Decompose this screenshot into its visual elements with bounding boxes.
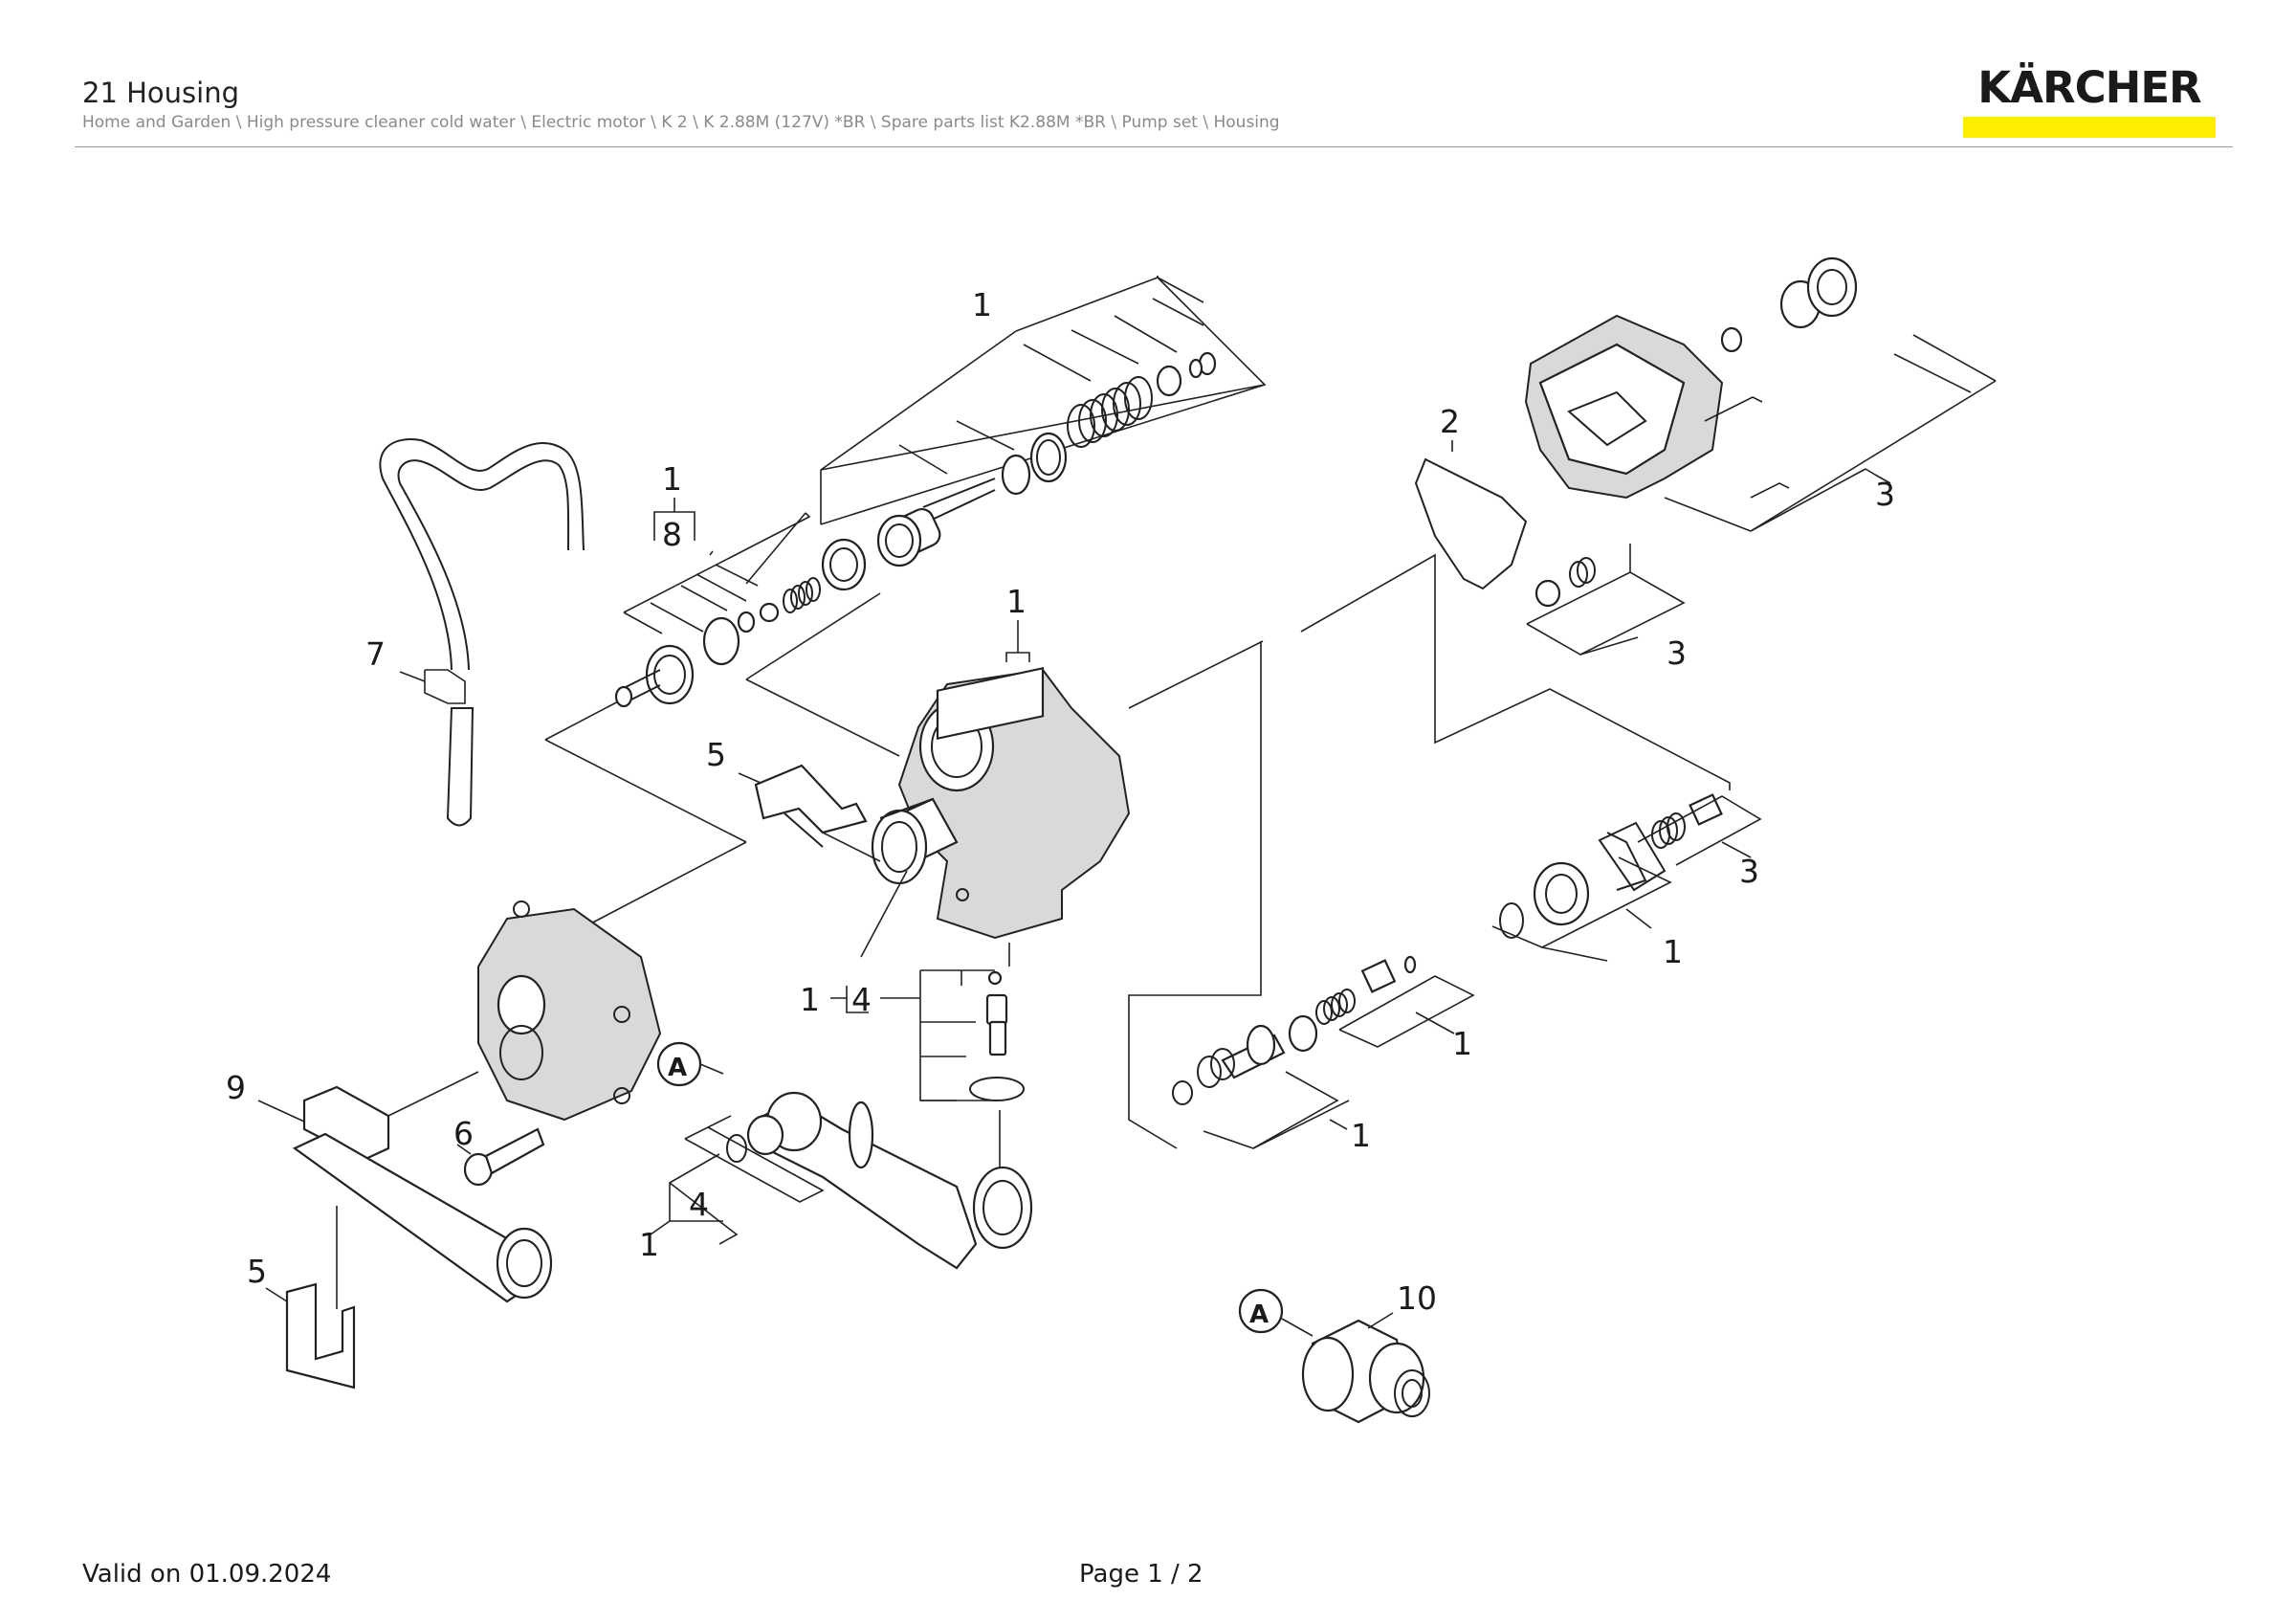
callout-8: 8 [662, 516, 682, 553]
clip-5-lower: 5 [247, 1253, 356, 1390]
callout-4-lower: 4 [689, 1186, 709, 1223]
callout-5-lower: 5 [247, 1253, 267, 1290]
piston-assembly-top: 1 [820, 276, 1267, 567]
callout-5-upper: 5 [706, 736, 726, 773]
hose-coupling-10: A 10 [1238, 1279, 1437, 1424]
outlet-valve-1-right: 1 [1491, 821, 1683, 970]
callout-10: 10 [1397, 1279, 1437, 1317]
callout-3-top: 3 [1875, 476, 1895, 513]
breadcrumb: Home and Garden \ High pressure cleaner … [82, 113, 1280, 132]
callout-1-4-lower: 1 [639, 1226, 659, 1263]
inlet-elbow: A [656, 1041, 1033, 1270]
spring-mid [1315, 989, 1356, 1025]
callout-1-mid-right: 1 [1452, 1025, 1472, 1062]
piston-parts-mid-right: 1 [1128, 641, 1475, 1149]
hose-7: 7 [365, 438, 585, 827]
clip-5-upper: 5 [706, 736, 881, 862]
valve-pair-3-mid: 3 [1526, 544, 1687, 672]
callout-9: 9 [226, 1069, 246, 1106]
callout-1-top: 1 [972, 286, 992, 323]
callout-7: 7 [365, 635, 386, 673]
logo-yellow-bar [1963, 117, 2216, 138]
karcher-logo: KÄRCHER [1963, 59, 2216, 138]
screw-6: 6 [453, 1115, 545, 1187]
callout-1-lower-mid: 1 [1351, 1117, 1371, 1154]
callout-1-valve: 1 [662, 460, 682, 498]
connector-9: 9 [226, 1069, 553, 1309]
valve-pair-3-right: 3 [1637, 793, 1762, 890]
callout-1-4-upper: 1 [800, 981, 820, 1018]
pump-head-3: 3 [1524, 256, 1997, 532]
callout-3-right: 3 [1739, 853, 1759, 890]
header-divider [75, 146, 2233, 147]
inlet-nozzle-4: 1 4 [800, 969, 1025, 1187]
spring-top [1067, 376, 1153, 448]
a-marker-2: A [1249, 1301, 1269, 1329]
valid-date: Valid on 01.09.2024 [82, 1560, 332, 1589]
logo-wordmark: KÄRCHER [1977, 62, 2201, 113]
pump-housing: 1 [745, 583, 1264, 967]
callout-1-housing: 1 [1006, 583, 1027, 620]
callout-2: 2 [1440, 403, 1460, 440]
a-marker-1: A [668, 1054, 687, 1082]
gasket-2: 2 [1300, 403, 1731, 790]
page-number: Page 1 / 2 [1079, 1560, 1203, 1589]
piston-parts-lower-mid: 1 [1172, 1014, 1371, 1154]
motor-flange [387, 900, 662, 1122]
valve-assembly-1-8: 1 8 [544, 460, 867, 958]
callout-6: 6 [453, 1115, 474, 1152]
small-spring [783, 577, 821, 613]
callout-4-upper: 4 [851, 981, 872, 1018]
filter-4-lower: 1 4 [639, 1115, 825, 1263]
callout-1-right: 1 [1663, 933, 1683, 970]
page-title: 21 Housing [82, 77, 240, 109]
callout-3-mid: 3 [1667, 634, 1687, 672]
